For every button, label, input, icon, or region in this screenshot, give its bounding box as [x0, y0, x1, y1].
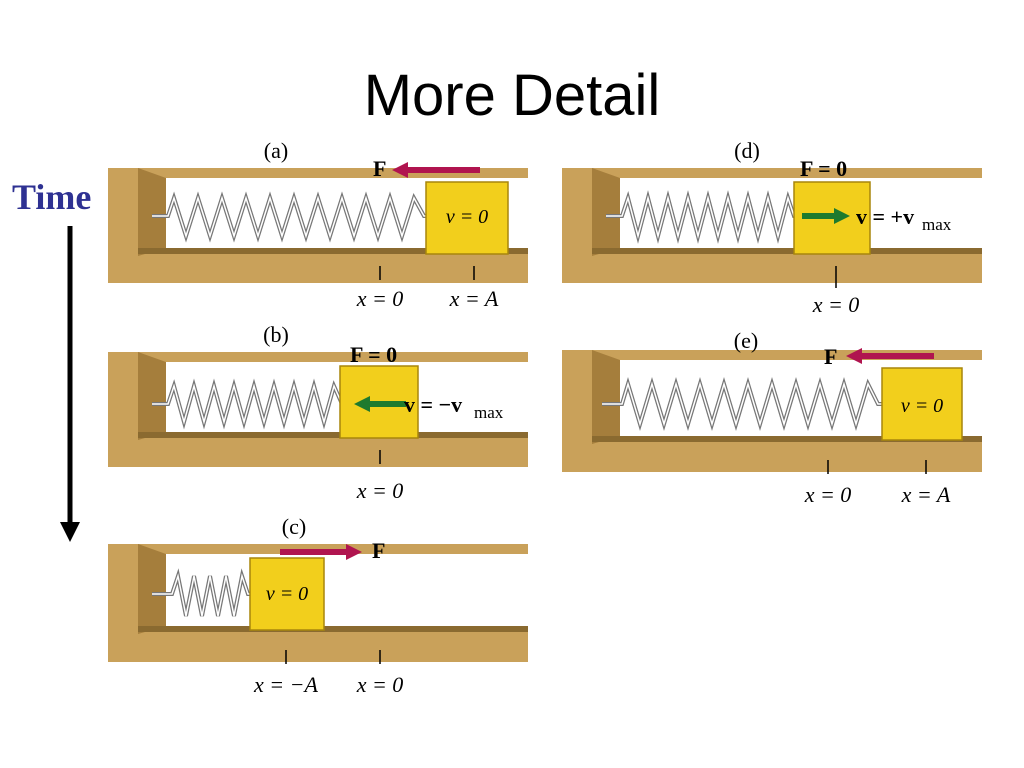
block	[881, 367, 963, 441]
panel-tag: (c)	[282, 514, 306, 539]
velocity-label: v = +v	[856, 204, 914, 229]
panel-tag: (e)	[734, 328, 758, 353]
time-arrow	[60, 226, 80, 542]
tick-label: x = A	[449, 286, 499, 311]
panel-a: v = 0 (a) F x = 0 x = A	[108, 138, 528, 311]
velocity-subscript: max	[922, 215, 952, 234]
panel-d: v = +v max (d) F = 0 x = 0	[562, 138, 982, 317]
tick-label: x = 0	[356, 286, 404, 311]
panel-tag: (d)	[734, 138, 760, 163]
tick-label: x = 0	[356, 672, 404, 697]
block	[249, 557, 325, 631]
force-arrow	[346, 544, 362, 560]
velocity-label: v = −v	[404, 392, 462, 417]
panel-e: v = 0 (e) F x = 0 x = A	[562, 328, 982, 507]
velocity-arrow	[354, 396, 370, 412]
tick-label: x = −A	[253, 672, 318, 697]
force-label: F	[372, 538, 385, 563]
tick-label: x = 0	[812, 292, 860, 317]
force-label: F	[824, 344, 837, 369]
force-label: F = 0	[800, 156, 847, 181]
block-label: v = 0	[266, 583, 308, 605]
force-label: F	[373, 156, 386, 181]
block-label: v = 0	[901, 395, 943, 417]
panel-tag: (a)	[264, 138, 288, 163]
panel-tag: (b)	[263, 322, 289, 347]
velocity-subscript: max	[474, 403, 504, 422]
force-arrow	[392, 162, 408, 178]
panel-b: v = −v max (b) F = 0 x = 0	[108, 322, 528, 503]
tick-label: x = A	[901, 482, 951, 507]
force-label: F = 0	[350, 342, 397, 367]
velocity-arrow	[834, 208, 850, 224]
slide-title: More Detail	[363, 63, 661, 128]
panel-c: v = 0 (c) F x = −A x = 0	[108, 514, 528, 697]
time-label: Time	[12, 177, 92, 217]
block	[425, 181, 509, 255]
force-arrow	[846, 348, 862, 364]
block-label: v = 0	[446, 206, 488, 228]
tick-label: x = 0	[356, 478, 404, 503]
tick-label: x = 0	[804, 482, 852, 507]
